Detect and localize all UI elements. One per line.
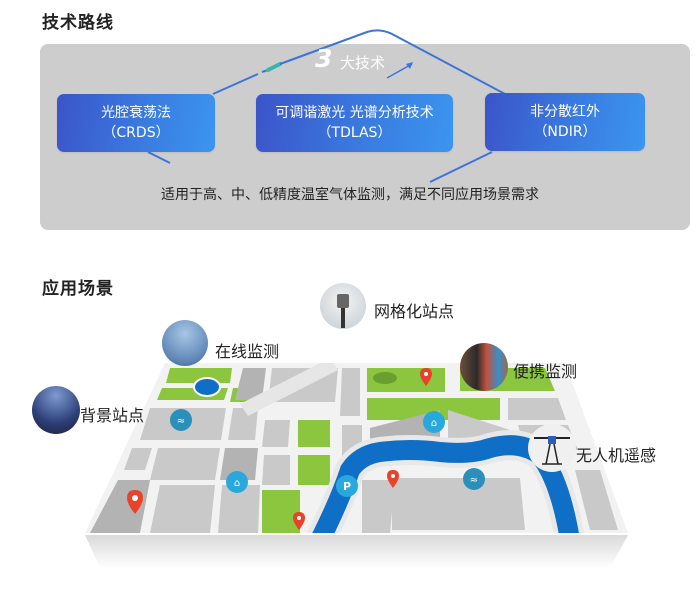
drone-icon: [534, 436, 570, 465]
location-pin-icon[interactable]: [420, 368, 432, 386]
tech-name: 光腔衰荡法: [101, 105, 171, 121]
tower-photo: [32, 386, 80, 434]
location-pin-icon[interactable]: [293, 512, 305, 530]
svg-text:≈: ≈: [470, 475, 478, 486]
connector-lines: [147, 29, 506, 183]
svg-text:P: P: [343, 480, 351, 493]
svg-text:≈: ≈: [177, 416, 185, 427]
tech-box-crds: 光腔衰荡法 （CRDS）: [57, 94, 215, 152]
tech-route-title: 技术路线: [42, 13, 114, 33]
svg-text:⌂: ⌂: [431, 418, 437, 429]
tech-box-ndir: 非分散红外 （NDIR）: [485, 93, 645, 151]
svg-text:⌂: ⌂: [234, 478, 240, 489]
home-poi-icon[interactable]: ⌂: [226, 471, 248, 493]
sensor-pole-icon: [341, 308, 345, 328]
home-poi-icon[interactable]: ⌂: [423, 411, 445, 433]
water-poi-icon[interactable]: ≈: [463, 468, 485, 490]
tech-name: 非分散红外: [530, 104, 600, 120]
tech-box-tdlas: 可调谐激光 光谱分析技术 （TDLAS）: [256, 94, 453, 152]
scene-label-portable: 便携监测: [513, 362, 578, 381]
application-title: 应用场景: [42, 279, 114, 299]
scene-label-grid: 网格化站点: [374, 302, 455, 321]
tech-abbr: （NDIR）: [533, 124, 597, 140]
location-pin-icon[interactable]: [127, 490, 143, 514]
person-portable-device-photo: [460, 343, 508, 391]
parking-poi-icon[interactable]: P: [336, 475, 358, 497]
water-poi-icon[interactable]: ≈: [170, 409, 192, 431]
scene-label-online: 在线监测: [215, 342, 280, 361]
tech-count-label: 大技术: [340, 54, 386, 72]
location-pin-icon[interactable]: [387, 470, 399, 488]
scene-label-background: 背景站点: [80, 406, 145, 425]
scene-label-drone: 无人机遥感: [576, 446, 657, 465]
tech-abbr: （CRDS）: [102, 125, 170, 141]
tech-abbr: （TDLAS）: [317, 125, 392, 141]
tech-count-number: 3: [315, 44, 333, 73]
tech-summary: 适用于高、中、低精度温室气体监测，满足不同应用场景需求: [161, 187, 539, 203]
sensor-box-icon: [337, 294, 349, 308]
city-buildings-photo: [162, 320, 208, 366]
tech-name: 可调谐激光 光谱分析技术: [275, 105, 434, 121]
